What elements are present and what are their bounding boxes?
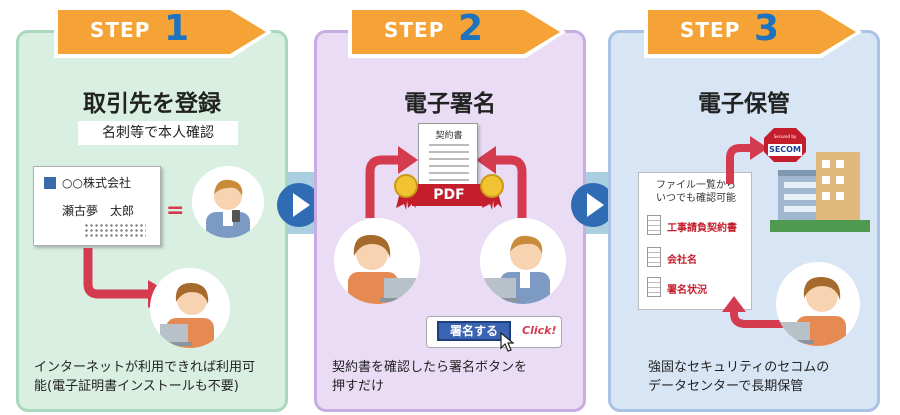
- card-dots: [84, 223, 146, 237]
- step3-title: 電子保管: [698, 91, 790, 117]
- curved-arrow-icon: [365, 146, 527, 218]
- card-company: ○○株式会社: [62, 176, 131, 190]
- file-list-head-line: いつでも確認可能: [656, 193, 736, 204]
- file-list-item-label: 署名状況: [667, 285, 707, 296]
- step2-description: 契約書を確認したら署名ボタンを 押すだけ: [332, 358, 527, 396]
- step1-description: インターネットが利用できれば利用可 能(電子証明書インストールも不要): [34, 358, 255, 396]
- file-list-head: ファイル一覧から いつでも確認可能: [639, 179, 753, 205]
- man-phone-avatar-icon: [192, 166, 264, 238]
- file-icon: [647, 277, 661, 297]
- step2-title: 電子署名: [404, 91, 496, 117]
- seal-icon: [480, 174, 504, 210]
- step2-desc-line: 押すだけ: [332, 379, 385, 394]
- step3-label: STEP: [680, 18, 741, 42]
- step2-tab: STEP 2: [348, 6, 566, 58]
- contract-doc-title: 契約書: [435, 131, 463, 141]
- step3-number: 3: [754, 8, 780, 49]
- curved-arrow-icon: [726, 136, 768, 184]
- file-list-panel: ファイル一覧から いつでも確認可能 工事請負契約書 会社名 署名状況: [638, 172, 752, 310]
- step2-label: STEP: [384, 18, 445, 42]
- file-list-item[interactable]: 署名状況: [647, 277, 751, 301]
- card-name: 瀬古夢 太郎: [62, 204, 135, 218]
- step3-desc-line: データセンターで長期保管: [648, 379, 804, 394]
- step1-label: STEP: [90, 18, 151, 42]
- curved-arrow-icon: [722, 296, 786, 328]
- step1-subtitle: 名刺等で本人確認: [78, 121, 238, 145]
- step1-desc-line: 能(電子証明書インストールも不要): [34, 379, 239, 394]
- secom-label: SECOM: [769, 145, 801, 154]
- doc-lines: [429, 144, 469, 188]
- file-list-item-label: 工事請負契約書: [667, 223, 737, 234]
- building-icon: [770, 152, 870, 232]
- file-list-item[interactable]: 工事請負契約書: [647, 215, 751, 239]
- step1-desc-line: インターネットが利用できれば利用可: [34, 360, 256, 375]
- secom-badge-icon: Secured by SECOM: [764, 128, 806, 162]
- cursor-icon: [500, 332, 514, 352]
- step2-number: 2: [458, 8, 484, 49]
- pdf-label: PDF: [412, 184, 486, 206]
- step2-desc-line: 契約書を確認したら署名ボタンを: [332, 360, 528, 375]
- step1-tab: STEP 1: [54, 6, 272, 58]
- man-laptop-avatar-icon: [480, 218, 566, 304]
- card-logo-icon: [44, 177, 56, 189]
- file-list-item[interactable]: 会社名: [647, 247, 751, 271]
- seal-icon: [394, 174, 418, 210]
- secom-secured-label: Secured by: [773, 134, 797, 139]
- step3-description: 強固なセキュリティのセコムの データセンターで長期保管: [648, 358, 829, 396]
- file-list-item-label: 会社名: [667, 255, 697, 266]
- next-arrow-icon: [277, 183, 321, 227]
- sign-button[interactable]: 署名する: [437, 321, 511, 341]
- step1-number: 1: [164, 8, 190, 49]
- next-arrow-icon: [571, 183, 615, 227]
- file-list-head-line: ファイル一覧から: [656, 180, 736, 191]
- step3-tab: STEP 3: [644, 6, 862, 58]
- file-icon: [647, 247, 661, 267]
- step3-desc-line: 強固なセキュリティのセコムの: [648, 360, 830, 375]
- business-card: ○○株式会社 瀬古夢 太郎: [33, 166, 161, 246]
- woman-laptop-avatar-icon: [150, 268, 230, 348]
- step1-title: 取引先を登録: [83, 91, 221, 117]
- woman-laptop-avatar-icon: [776, 262, 860, 346]
- woman-laptop-avatar-icon: [334, 218, 420, 304]
- file-icon: [647, 215, 661, 235]
- equals-icon: =: [166, 198, 185, 223]
- click-label: Click!: [522, 324, 557, 337]
